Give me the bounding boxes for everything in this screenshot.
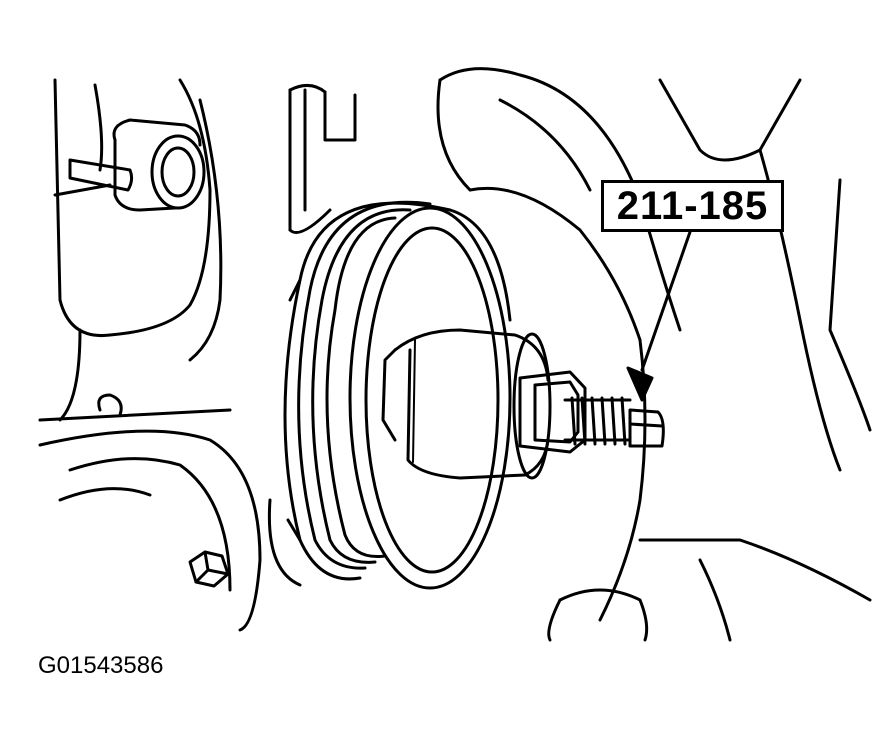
boss-fitting xyxy=(53,118,206,212)
hex-bolt xyxy=(188,550,230,588)
figure-id: G01543586 xyxy=(38,652,164,679)
engine-housing-right xyxy=(436,67,872,642)
callout-leader-arrow xyxy=(626,230,692,402)
crankshaft-pulley xyxy=(267,200,512,590)
lower-left-pulley xyxy=(38,393,262,632)
tool-number-label: 211-185 xyxy=(616,184,769,228)
tool-number-callout: 211-185 xyxy=(601,180,784,232)
center-bracket xyxy=(288,84,357,234)
remover-tool xyxy=(381,328,665,480)
